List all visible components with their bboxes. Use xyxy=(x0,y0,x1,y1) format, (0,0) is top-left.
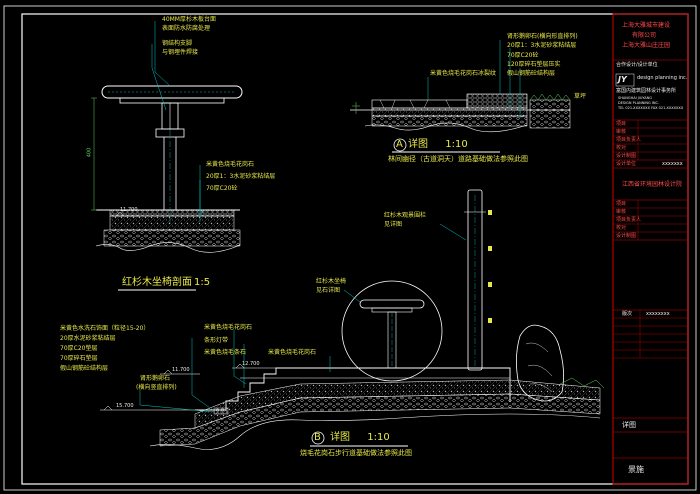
bench-note-top-1: 40MM厚杉木板台面 xyxy=(162,16,216,23)
detail-b-note-left-2: 20厚水泥砂浆粘结层 xyxy=(60,335,116,342)
tb-project-line-2: 有限公司 xyxy=(632,32,657,39)
detail-b-title: B 详图 1:10 xyxy=(314,433,390,443)
bench-note-bottom-1: 米黄色烧毛花岗石 xyxy=(206,161,255,168)
detail-b-note-right: 米黄色烧毛花岗石 xyxy=(268,349,317,356)
detail-b-caption: 烧毛花岗石步行道基础做法参照此图 xyxy=(300,449,412,457)
tb-label2-lead: 项目负责人 xyxy=(616,217,642,223)
bench-elevation: 11.700 xyxy=(120,207,138,213)
bench-note-bottom-3: 70厚C20砼 xyxy=(206,185,238,192)
tb-address-1: SHANGHAI JIUYANG xyxy=(618,96,652,100)
tb-project-line-3: 上海大雅山庄庄园 xyxy=(622,42,671,49)
detail-b-rail-ref-1: 红杉木观景围栏 xyxy=(384,212,427,219)
detail-b-note-pebble: 肾形鹅卵石 xyxy=(140,375,171,382)
tb-firm-cn-title: 合作设计/设计单位 xyxy=(616,62,658,68)
tb-label-lead: 项目负责人 xyxy=(616,137,642,143)
tb-label-drafting: 设计制图 xyxy=(616,153,637,159)
tb-address-3: TEL 021-XXXXXXX FAX 021-XXXXXXX xyxy=(618,106,684,110)
tb-project-line-1: 上海大雅城市建设 xyxy=(622,22,671,29)
detail-a-caption: 林间幽径（古道洞天）道路基础做法参照此图 xyxy=(388,155,528,163)
tb-version-value: xxxxxxxx xyxy=(646,311,670,317)
detail-a-note-1: 米黄色烧毛花岗石冰裂纹 xyxy=(430,70,497,77)
tb-firm-cn: 富国内建筑园林设计事务所 xyxy=(616,88,677,94)
tb-drawing-title: 详图 xyxy=(622,421,636,429)
tb-address-2: DESIGN PLANNING INC. xyxy=(618,101,660,105)
tb-firm-en: design planning inc. xyxy=(637,75,688,81)
bench-section-title-text: 红杉木坐椅剖面 xyxy=(122,277,192,288)
detail-a-note-5: 120厚碎石垫层压实 xyxy=(507,61,561,68)
detail-b-scale: 1:10 xyxy=(367,432,390,443)
detail-b-note-mid-2: 条形灯带 xyxy=(204,337,229,344)
detail-b-bench-ref-1: 红杉木坐椅 xyxy=(316,278,347,285)
tb-client-name: 江西省环境园林设计院 xyxy=(622,181,683,188)
tb-design-unit-value: xxxxxxx xyxy=(662,161,683,167)
detail-a-note-3: 20厚1：3水泥砂浆粘结层 xyxy=(507,42,577,49)
detail-b-elevation-3: 15.700 xyxy=(116,403,134,409)
tb-label2-review: 审核 xyxy=(616,209,627,215)
bench-height-dimension: 400 xyxy=(86,147,93,158)
detail-b-drawing xyxy=(100,189,605,450)
detail-b-note-mid-3: 米黄色烧毛条石 xyxy=(204,349,247,356)
detail-b-note-left-5: 假山钢筋砼结构层 xyxy=(60,365,109,372)
bench-note-bottom-2: 20厚1：3水泥砂浆粘结层 xyxy=(206,173,276,180)
tb-drawing-stage: 景施 xyxy=(628,465,644,474)
tb-label-project: 项目 xyxy=(616,121,627,127)
detail-a-title-text: 详图 xyxy=(408,139,429,150)
tb-design-unit: 设计单位 xyxy=(616,161,637,167)
tb-label-review: 审核 xyxy=(616,129,627,135)
detail-b-elevation-2: 11.700 xyxy=(172,367,190,373)
detail-b-note-left-3: 70厚C20垫层 xyxy=(60,345,98,352)
detail-b-rail-ref-2: 见详图 xyxy=(384,221,403,228)
bench-section-scale: 1:5 xyxy=(194,277,211,288)
detail-b-note-mid-1: 米黄色烧毛花岗石 xyxy=(204,324,253,331)
detail-a-drawing xyxy=(350,40,571,153)
detail-a-label: A xyxy=(396,139,403,150)
detail-b-elevation-1: 12.700 xyxy=(242,361,260,367)
detail-a-scale: 1:10 xyxy=(445,139,468,150)
detail-a-note-2: 肾形鹅卵石(横向形直排列) xyxy=(507,33,578,40)
detail-b-note-pebble-sub: (横向竖直排列) xyxy=(136,384,177,391)
bench-note-top-4: 与钢埋件焊接 xyxy=(162,49,199,56)
tb-logo: JY xyxy=(618,75,627,84)
detail-a-lawn-note: 草坪 xyxy=(574,93,587,100)
detail-b-note-left-4: 70厚碎石垫层 xyxy=(60,355,98,362)
tb-version-label: 版次 xyxy=(622,311,633,317)
bench-note-top-2: 表面防水防腐处理 xyxy=(162,25,211,32)
tb-label2-project: 项目 xyxy=(616,201,627,207)
tb-label2-check: 校对 xyxy=(616,225,627,231)
detail-a-title: A 详图 1:10 xyxy=(396,140,468,150)
tb-label-check: 校对 xyxy=(616,145,627,151)
bench-section-drawing xyxy=(91,21,243,291)
detail-b-label: B xyxy=(314,432,321,443)
detail-a-note-6: 假山钢筋砼结构层 xyxy=(507,70,556,77)
title-block-frame xyxy=(612,13,689,485)
detail-b-bench-ref-2: 见石详图 xyxy=(316,287,341,294)
detail-b-note-left-1: 米黄色水洗石饰面（粒径15-20） xyxy=(60,325,150,332)
bench-note-top-3: 钢结构支脚 xyxy=(162,40,193,47)
detail-a-note-4: 70厚C20砼 xyxy=(507,52,539,59)
detail-b-title-text: 详图 xyxy=(330,432,351,443)
tb-label2-drafting: 设计制图 xyxy=(616,233,637,239)
